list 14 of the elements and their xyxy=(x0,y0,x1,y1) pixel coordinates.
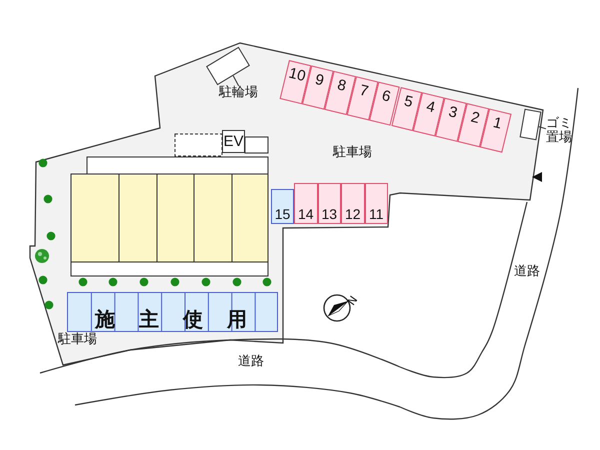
elevator-box: EV xyxy=(222,130,245,153)
parking-space: 13 xyxy=(318,183,341,224)
parking-space: 12 xyxy=(341,183,364,224)
parking-space: 11 xyxy=(364,183,388,224)
leader-line xyxy=(232,75,240,86)
parking-space: 15 xyxy=(271,189,294,224)
parking-space: 14 xyxy=(294,183,318,224)
area-label: 駐車場 xyxy=(58,333,97,348)
road-label: 道路 xyxy=(238,355,264,370)
area-label: ゴミ置場 xyxy=(546,117,574,149)
area-label: 駐車場 xyxy=(333,146,372,160)
north-label: N xyxy=(346,294,360,308)
road-label: 道路 xyxy=(514,265,540,280)
area-label: 駐輪場 xyxy=(219,86,267,102)
